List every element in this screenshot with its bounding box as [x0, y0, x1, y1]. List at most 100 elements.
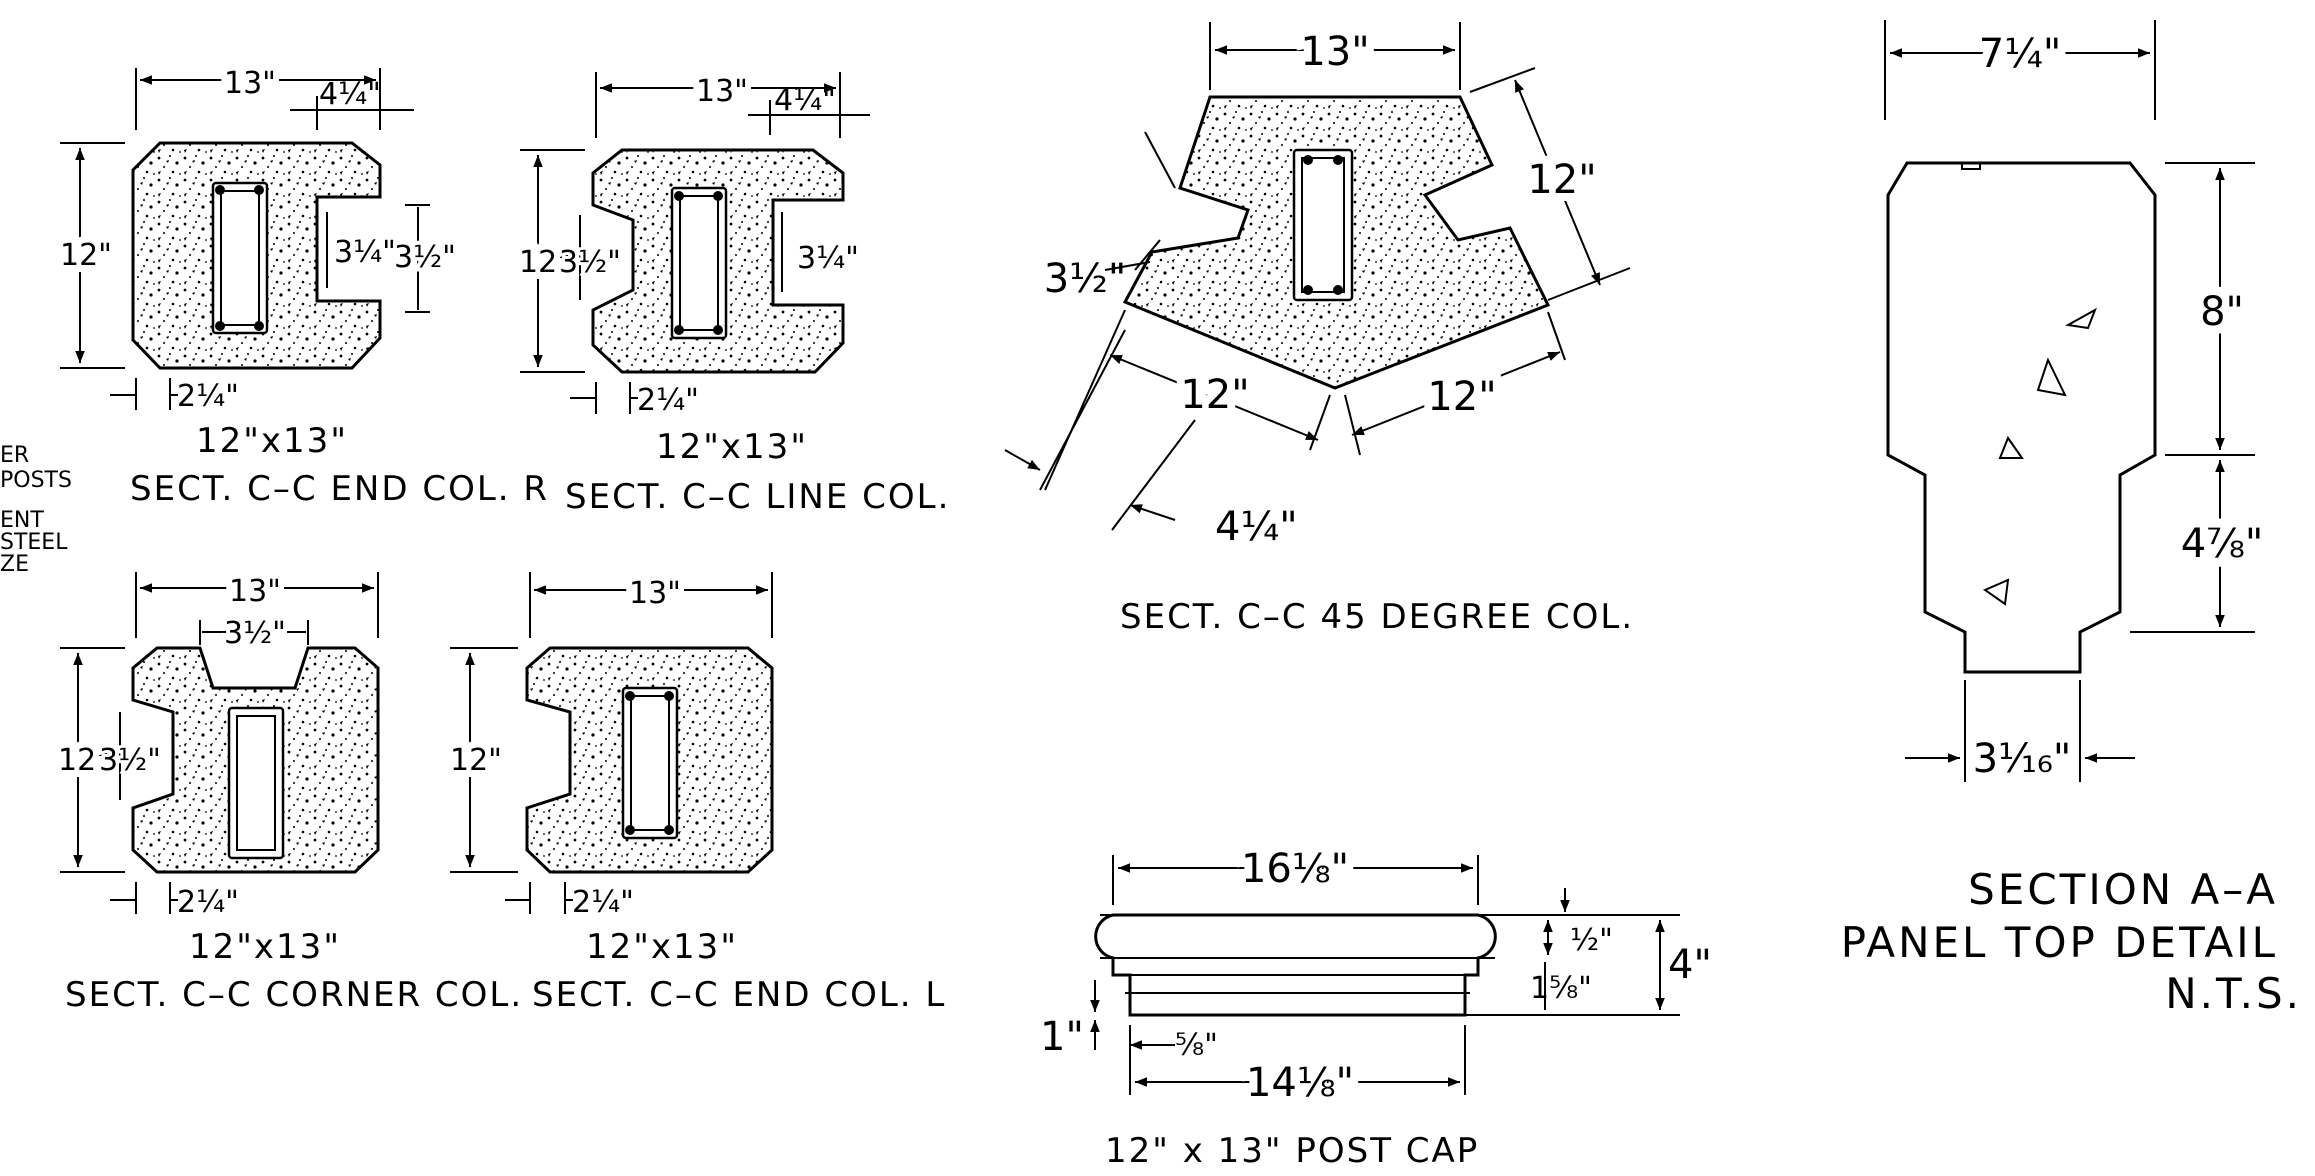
rebar-tie — [236, 715, 276, 851]
rebar-dot — [625, 691, 635, 701]
end-col-l-bottom: 2¼" — [572, 885, 634, 920]
end-col-r-inner: 3¼" — [334, 235, 396, 270]
edge-text-3: ENT — [0, 508, 44, 533]
dim-line — [1104, 261, 1151, 271]
ext-line — [1111, 419, 1196, 531]
line-col-size: 12"x13" — [656, 427, 808, 467]
dim-line — [1514, 79, 1601, 286]
corner-col-top: 3½" — [224, 616, 286, 651]
panel-top-width: 7¼" — [1979, 31, 2062, 77]
edge-text-4: STEEL — [0, 530, 68, 555]
corner-col-bottom: 2¼" — [177, 885, 239, 920]
panel-top-upper: 8" — [2200, 289, 2244, 335]
section-panel-top: 7¼" 8" 4⅞" 3¹⁄₁₆" SECTION A–A PANEL TOP … — [1841, 20, 2302, 1018]
rebar-dot — [254, 321, 264, 331]
deg45-title: SECT. C–C 45 DEGREE COL. — [1120, 597, 1634, 637]
ext-line — [1547, 311, 1566, 361]
line-col-height: 12" — [519, 245, 571, 280]
aggregate-mark — [2036, 357, 2067, 397]
dim-line — [1109, 354, 1319, 441]
line-col-width: 13" — [696, 74, 748, 109]
line-col-notch-offset: 4¼" — [774, 83, 836, 118]
rebar-cage — [670, 186, 728, 340]
corner-col-title: SECT. C–C CORNER COL. — [65, 975, 523, 1015]
corner-col-height: 12" — [58, 743, 110, 778]
end-col-l-width: 13" — [629, 576, 681, 611]
end-col-r-size: 12"x13" — [196, 421, 348, 461]
edge-text-2: POSTS — [0, 468, 72, 493]
aggregate-mark — [1982, 578, 2010, 606]
end-col-l-height: 12" — [450, 743, 502, 778]
post-cap-left: 1" — [1040, 1014, 1084, 1060]
rebar-dot — [1303, 155, 1313, 165]
rebar-dot — [664, 691, 674, 701]
dim-line — [1134, 239, 1161, 271]
line-col-title: SECT. C–C LINE COL. — [565, 477, 950, 517]
dim-line — [1004, 449, 1041, 471]
end-col-r-height: 12" — [60, 238, 112, 273]
section-corner-col: 13" 3½" 12" 3½" 2¼" 12"x13" SECT. C–C CO… — [51, 568, 523, 1015]
rebar-cage — [1292, 148, 1354, 302]
rebar-tie — [1301, 157, 1345, 293]
ext-line — [1044, 309, 1126, 491]
post-cap-bottom: 14⅛" — [1246, 1060, 1354, 1106]
aggregate-mark — [1998, 435, 2024, 459]
section-45-degree-col: 13" 12" 3½" 12" 12" 4¼" SECT. C–C 45 DEG… — [1004, 21, 1634, 637]
ext-line — [1469, 67, 1536, 93]
rebar-dot — [1333, 285, 1343, 295]
deg45-bottom-right: 12" — [1427, 374, 1496, 420]
section-post-cap: 16⅛" ½" 4" 1⅝" 1" ⅝" 14⅛" 12" x 13" POST… — [1040, 838, 1718, 1171]
panel-top-outline — [1886, 161, 2157, 674]
rebar-dot — [254, 185, 264, 195]
post-cap-outline — [1094, 913, 1497, 1017]
rebar-dot — [1303, 285, 1313, 295]
dim-line — [1129, 504, 1176, 521]
deg45-offset: 4¼" — [1215, 504, 1298, 550]
end-col-r-notch-offset: 4¼" — [319, 77, 381, 112]
edge-text-5: ZE — [0, 552, 29, 577]
rebar-tie — [220, 190, 260, 326]
section-line-col: 13" 4¼" 12" 3½" 3¼" 2¼" 12"x13" SECT. C–… — [512, 68, 950, 517]
end-col-r-outer: 3½" — [394, 240, 456, 275]
rebar-tie — [679, 195, 719, 331]
rebar-dot — [664, 825, 674, 835]
line-col-right: 3¼" — [797, 241, 859, 276]
panel-top-title-3: N.T.S. — [2165, 969, 2302, 1018]
aggregate-mark — [2064, 307, 2097, 330]
corner-col-size: 12"x13" — [189, 927, 341, 967]
ext-line — [1309, 394, 1331, 451]
rebar-cage — [227, 706, 285, 860]
end-col-l-title: SECT. C–C END COL. L — [532, 975, 946, 1015]
rebar-cage — [621, 686, 679, 840]
rebar-dot — [1333, 155, 1343, 165]
rebar-cage — [211, 181, 269, 335]
end-col-r-bottom: 2¼" — [177, 379, 239, 414]
rebar-tie — [630, 695, 670, 831]
rebar-dot — [215, 321, 225, 331]
ext-line — [1547, 267, 1631, 301]
corner-col-left: 3½" — [99, 743, 161, 778]
post-cap-height: 4" — [1668, 942, 1712, 988]
panel-top-lower: 4⅞" — [2181, 521, 2264, 567]
deg45-bottom-left: 12" — [1180, 372, 1249, 418]
line-col-bottom: 2¼" — [637, 383, 699, 418]
panel-top-title-1: SECTION A–A — [1968, 865, 2278, 914]
rebar-dot — [625, 825, 635, 835]
line-col-left: 3½" — [559, 245, 621, 280]
rebar-dot — [674, 191, 684, 201]
post-cap-inset: ⅝" — [1175, 1028, 1218, 1063]
section-end-col-r: 13" 4¼" 12" 3¼" 3½" 2¼" 12"x13" SECT. C–… — [53, 60, 549, 509]
edge-text-1: ER — [0, 443, 29, 468]
end-col-r-title: SECT. C–C END COL. R — [130, 469, 549, 509]
rebar-dot — [713, 191, 723, 201]
panel-top-title-2: PANEL TOP DETAIL — [1841, 918, 2278, 967]
rebar-dot — [674, 325, 684, 335]
dim-line — [1351, 351, 1561, 436]
ext-line — [1344, 394, 1361, 456]
rebar-dot — [713, 325, 723, 335]
post-cap-title: 12" x 13" POST CAP — [1105, 1131, 1479, 1171]
end-col-l-size: 12"x13" — [586, 927, 738, 967]
deg45-left: 3½" — [1044, 256, 1127, 302]
post-cap-mid: 1⅝" — [1530, 971, 1592, 1006]
left-edge-text: ER POSTS ENT STEEL ZE — [0, 443, 72, 577]
